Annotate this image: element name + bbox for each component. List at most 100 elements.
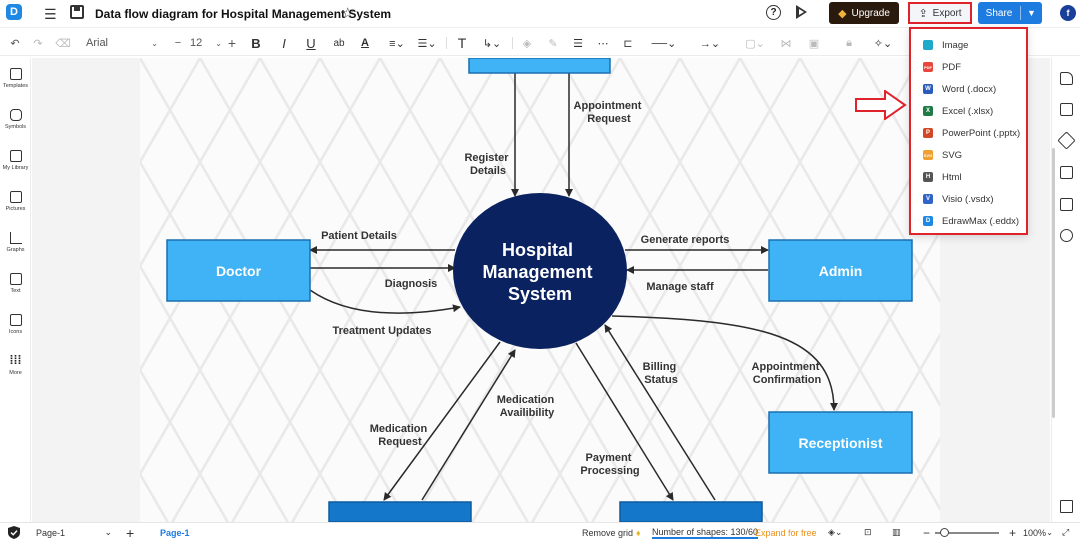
export-item-visio[interactable]: V Visio (.vsdx): [911, 188, 1026, 210]
line-dash-icon[interactable]: ⋯: [597, 37, 609, 50]
page-setup-icon[interactable]: [1060, 103, 1073, 116]
entity-top-box[interactable]: [468, 58, 611, 74]
sidebar-item-templates[interactable]: Templates: [0, 68, 31, 89]
presentation-icon[interactable]: [1060, 166, 1073, 179]
export-item-powerpoint[interactable]: P PowerPoint (.pptx): [911, 122, 1026, 144]
group-icon[interactable]: ▢⌄: [745, 37, 765, 50]
sidebar-item-graphs[interactable]: Graphs: [0, 232, 31, 253]
image-icon: [923, 40, 933, 50]
play-icon[interactable]: [796, 5, 807, 19]
text-tool-button[interactable]: T: [457, 35, 467, 51]
process-hospital-management-system[interactable]: [453, 193, 627, 349]
book-icon[interactable]: ▥: [892, 527, 901, 537]
save-icon[interactable]: [70, 5, 84, 19]
lock-icon[interactable]: 🔒︎: [846, 36, 852, 49]
flow-labels: Appointment Request Register Details Pat…: [321, 100, 821, 477]
page-tab[interactable]: Page-1: [160, 527, 190, 538]
page-select[interactable]: Page-1 ⌄: [36, 526, 112, 539]
redo-icon[interactable]: ↷: [33, 37, 43, 50]
zoom-in-icon[interactable]: +: [1009, 525, 1017, 540]
export-item-image[interactable]: Image: [911, 34, 1026, 56]
library-icon: [9, 150, 22, 162]
font-family-select[interactable]: Arial ⌄: [84, 34, 160, 52]
fullscreen-icon[interactable]: ⤢: [1062, 527, 1070, 537]
export-item-edrawmax[interactable]: D EdrawMax (.eddx): [911, 210, 1026, 232]
entity-doctor-box[interactable]: [166, 239, 311, 302]
shield-icon[interactable]: [6, 526, 22, 539]
sidebar-item-symbols[interactable]: Symbols: [0, 109, 31, 130]
export-item-word[interactable]: W Word (.docx): [911, 78, 1026, 100]
font-color-icon[interactable]: A: [361, 37, 369, 49]
zoom-out-icon[interactable]: −: [923, 525, 931, 540]
flow-arrow-medication-availability[interactable]: [421, 349, 516, 501]
flow-label-billing-status: Billing Status: [643, 361, 680, 386]
layers-icon[interactable]: [1060, 198, 1073, 211]
font-size-increase-icon[interactable]: +: [227, 35, 237, 51]
export-item-excel[interactable]: X Excel (.xlsx): [911, 100, 1026, 122]
share-button[interactable]: Share ▼: [978, 2, 1042, 24]
share-label: Share: [985, 7, 1013, 19]
export-item-html[interactable]: H Html: [911, 166, 1026, 188]
flow-arrow-appointment-confirmation[interactable]: [611, 315, 838, 411]
collapse-panel-icon[interactable]: [1060, 500, 1073, 513]
entity-receptionist-box[interactable]: [768, 411, 913, 474]
remove-grid-button[interactable]: Remove grid ♦: [582, 526, 641, 539]
sidebar-item-text[interactable]: Text: [0, 273, 31, 294]
connector-icon[interactable]: ↳⌄: [482, 37, 502, 50]
help-icon[interactable]: ?: [766, 5, 781, 20]
fill-icon[interactable]: ◈: [522, 37, 532, 50]
align-icon[interactable]: ≡⌄: [389, 37, 405, 50]
flow-arrow-treatment-updates[interactable]: [309, 289, 461, 314]
avatar[interactable]: f: [1060, 5, 1076, 21]
star-icon[interactable]: ☆: [341, 5, 355, 22]
zoom-slider-handle[interactable]: [940, 528, 949, 537]
entity-admin-box[interactable]: [768, 239, 913, 302]
chevron-down-icon[interactable]: ▼: [1027, 8, 1036, 18]
theme-icon[interactable]: [1057, 131, 1076, 150]
add-page-icon[interactable]: +: [126, 524, 135, 540]
flow-arrow-billing-status[interactable]: [604, 324, 716, 501]
zoom-level-select[interactable]: 100% ⌄: [1023, 526, 1053, 539]
strikethrough-button[interactable]: ab: [333, 37, 345, 49]
entity-bottom-right-box[interactable]: [619, 501, 763, 522]
document-title[interactable]: Data flow diagram for Hospital Managemen…: [95, 7, 392, 21]
font-size-decrease-icon[interactable]: −: [174, 37, 182, 49]
export-item-pdf[interactable]: PDF PDF: [911, 56, 1026, 78]
line-weight-icon[interactable]: ☰: [573, 37, 583, 50]
layers-icon[interactable]: ◈⌄: [828, 527, 843, 537]
magic-icon[interactable]: ✧⌄: [873, 37, 893, 50]
arrow-style-select[interactable]: →⌄: [699, 37, 721, 50]
italic-button[interactable]: I: [282, 35, 286, 51]
underline-button[interactable]: U: [306, 35, 316, 51]
canvas-area[interactable]: Doctor Admin Receptionist Hospital Manag…: [32, 58, 1050, 522]
entity-bottom-left-box[interactable]: [328, 501, 472, 522]
focus-icon[interactable]: ⊡: [864, 527, 872, 537]
distribute-icon[interactable]: ⋈: [780, 37, 792, 50]
line-color-icon[interactable]: ✎: [548, 37, 558, 50]
export-button[interactable]: ⇪ Export: [908, 2, 972, 24]
fill-style-icon[interactable]: [1060, 72, 1073, 85]
line-style-select[interactable]: ──⌄: [651, 37, 677, 50]
sidebar-item-pictures[interactable]: Pictures: [0, 191, 31, 212]
sidebar-item-my-library[interactable]: My Library: [0, 150, 31, 171]
vertical-scrollbar[interactable]: [1052, 148, 1055, 418]
format-painter-icon[interactable]: ⌫: [55, 37, 71, 50]
line-spacing-icon[interactable]: ☰⌄: [417, 37, 437, 50]
font-size-select[interactable]: 12 ⌄: [190, 34, 222, 52]
sidebar-item-more[interactable]: ⁞⁞⁞ More: [0, 354, 31, 376]
crop-icon[interactable]: ⊏: [623, 37, 633, 50]
flow-arrow-payment-processing[interactable]: [575, 342, 674, 501]
zoom-slider[interactable]: [935, 532, 999, 534]
upgrade-button[interactable]: ◆ Upgrade: [829, 2, 899, 24]
expand-for-free-link[interactable]: Expand for free: [755, 527, 817, 538]
flow-arrow-medication-request[interactable]: [383, 341, 501, 501]
export-item-svg[interactable]: SVG SVG: [911, 144, 1026, 166]
dfd-diagram[interactable]: Doctor Admin Receptionist Hospital Manag…: [32, 58, 1050, 522]
undo-icon[interactable]: ↶: [10, 37, 20, 50]
size-icon[interactable]: ▣: [808, 37, 820, 50]
sidebar-item-icons[interactable]: Icons: [0, 314, 31, 335]
menu-icon[interactable]: ☰: [44, 6, 57, 22]
app-logo[interactable]: D: [6, 4, 22, 20]
bold-button[interactable]: B: [251, 35, 261, 51]
history-icon[interactable]: [1060, 229, 1073, 242]
